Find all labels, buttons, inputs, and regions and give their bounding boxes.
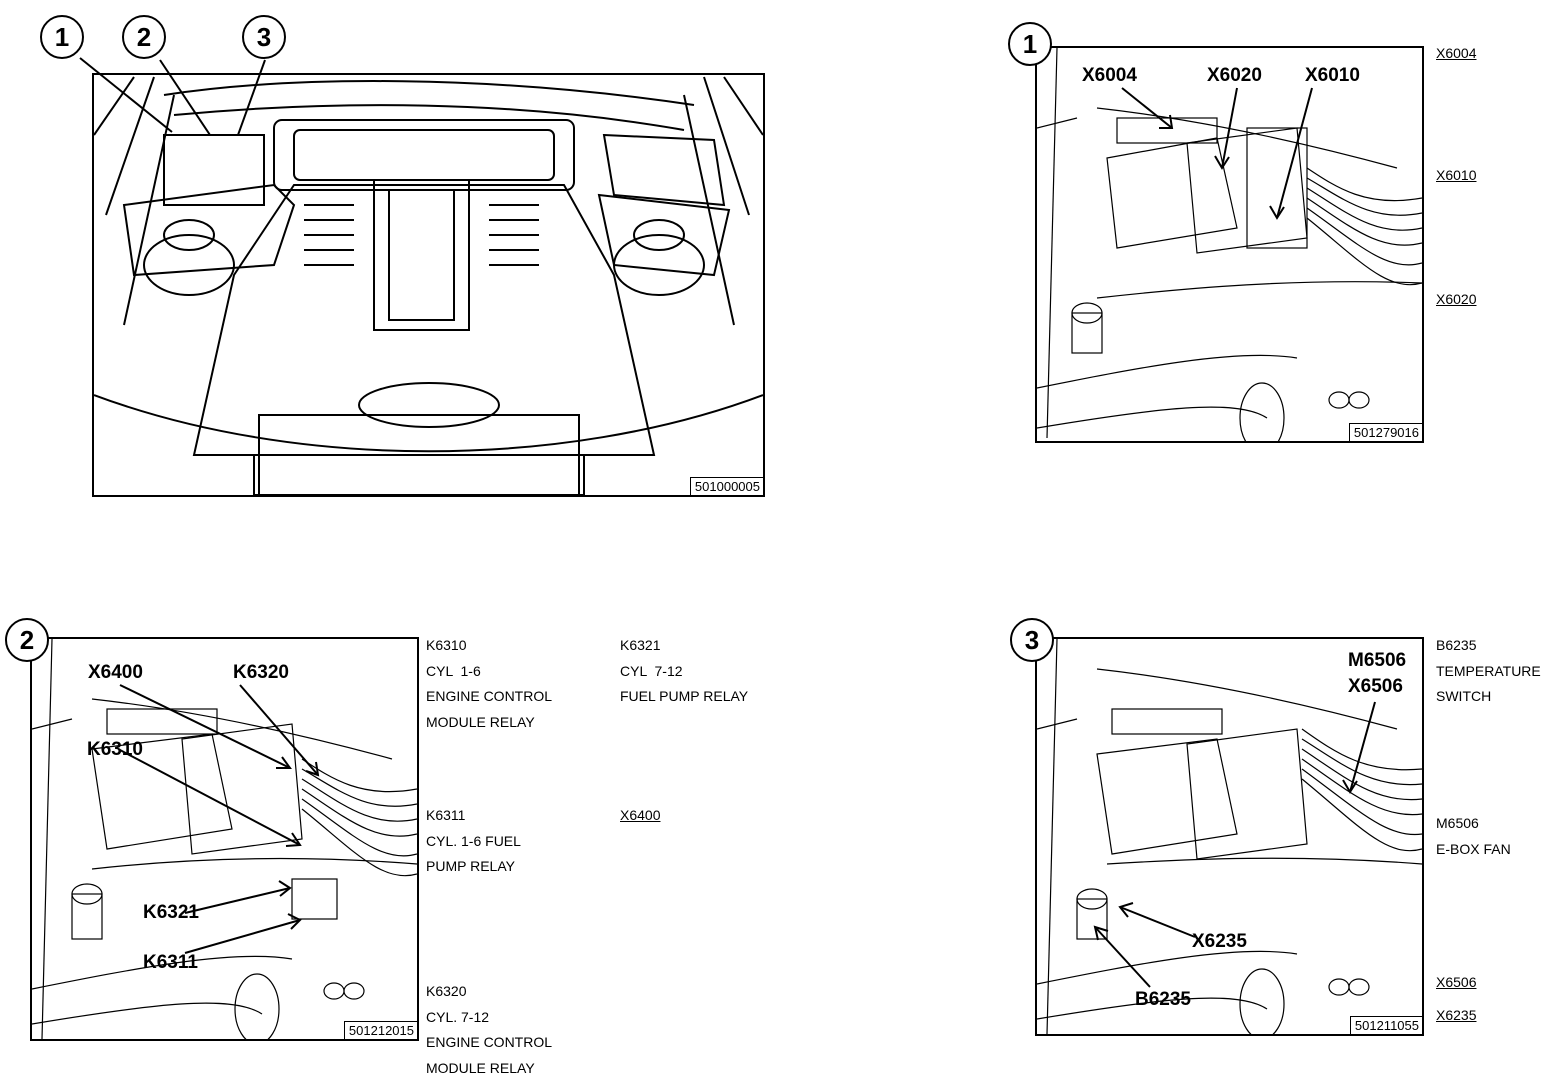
callout-2-detail: 2 (5, 618, 49, 662)
label-x6400: X6400 (88, 662, 143, 683)
legend-x6400: X6400 (620, 807, 661, 823)
label-b6235: B6235 (1135, 989, 1191, 1010)
legend-x6506: X6506 (1436, 974, 1477, 990)
label-k6310: K6310 (87, 739, 143, 760)
label-k6311: K6311 (143, 952, 198, 973)
legend-line: CYL 7-12 (620, 662, 683, 679)
detail-2-diagram: 501212015 (30, 637, 419, 1041)
legend-x6004: X6004 (1436, 45, 1477, 61)
legend-line: PUMP RELAY (426, 858, 515, 874)
legend-line: CYL. 1-6 FUEL (426, 832, 521, 849)
label-x6235: X6235 (1192, 931, 1247, 952)
engine-bay-drawing (94, 76, 763, 495)
detail-3-drawing (1037, 639, 1422, 1034)
label-k6321: K6321 (143, 902, 199, 923)
legend-line: K6310 (426, 637, 467, 653)
callout-2: 2 (122, 15, 166, 59)
legend-x6020: X6020 (1436, 291, 1477, 307)
detail-2-arrows (119, 684, 320, 954)
legend-x6010: X6010 (1436, 167, 1477, 183)
callout-3: 3 (242, 15, 286, 59)
legend-line: M6506 (1436, 815, 1479, 831)
label-x6004: X6004 (1082, 65, 1137, 86)
legend-line: ENGINE CONTROL (426, 1034, 553, 1050)
detail-1-arrows (1121, 87, 1313, 220)
callout-3-detail: 3 (1010, 618, 1054, 662)
legend-line: K6321 (620, 637, 661, 653)
legend-m6506: M6506 E-BOX FAN (1436, 811, 1511, 862)
figure-code: 501000005 (689, 477, 763, 495)
label-m6506: M6506 (1348, 650, 1407, 671)
legend-line: FUEL PUMP RELAY (620, 688, 749, 704)
detail-1-diagram: X6004 X6020 X6010 501279016 (1035, 46, 1424, 443)
legend-line: CYL 1-6 (426, 662, 481, 679)
figure-code: 501211055 (1349, 1016, 1422, 1034)
legend-line: E-BOX FAN (1436, 840, 1511, 857)
legend-x6235: X6235 (1436, 1007, 1477, 1023)
label-x6020: X6020 (1207, 65, 1262, 86)
legend-line: MODULE RELAY (426, 713, 535, 730)
legend-line: TEMPERATURE (1436, 662, 1541, 679)
detail-3-arrows (1093, 701, 1376, 988)
detail-2-drawing (32, 639, 417, 1039)
overview-diagram: 501000005 (92, 73, 765, 497)
label-k6320: K6320 (233, 662, 289, 683)
legend-line: MODULE RELAY (426, 1059, 535, 1076)
legend-k6321: K6321 CYL 7-12 FUEL PUMP RELAY (620, 633, 748, 710)
legend-k6320: K6320 CYL. 7-12 ENGINE CONTROL MODULE RE… (426, 979, 552, 1081)
legend-line: ENGINE CONTROL (426, 688, 553, 704)
label-x6010: X6010 (1305, 65, 1360, 86)
detail-1-drawing (1037, 48, 1422, 441)
overview-leaders (79, 57, 266, 136)
callout-1: 1 (40, 15, 84, 59)
legend-line: K6311 (426, 807, 466, 823)
legend-k6310: K6310 CYL 1-6 ENGINE CONTROL MODULE RELA… (426, 633, 552, 735)
legend-line: SWITCH (1436, 688, 1492, 704)
label-x6506: X6506 (1348, 676, 1403, 697)
legend-line: K6320 (426, 983, 467, 999)
legend-k6311: K6311 CYL. 1-6 FUEL PUMP RELAY (426, 803, 521, 880)
legend-line: CYL. 7-12 (426, 1008, 490, 1025)
detail-3-diagram: 501211055 (1035, 637, 1424, 1036)
figure-code: 501212015 (343, 1021, 417, 1039)
legend-b6235: B6235 TEMPERATURE SWITCH (1436, 633, 1541, 710)
legend-line: B6235 (1436, 637, 1477, 653)
callout-1-detail: 1 (1008, 22, 1052, 66)
figure-code: 501279016 (1348, 423, 1422, 441)
